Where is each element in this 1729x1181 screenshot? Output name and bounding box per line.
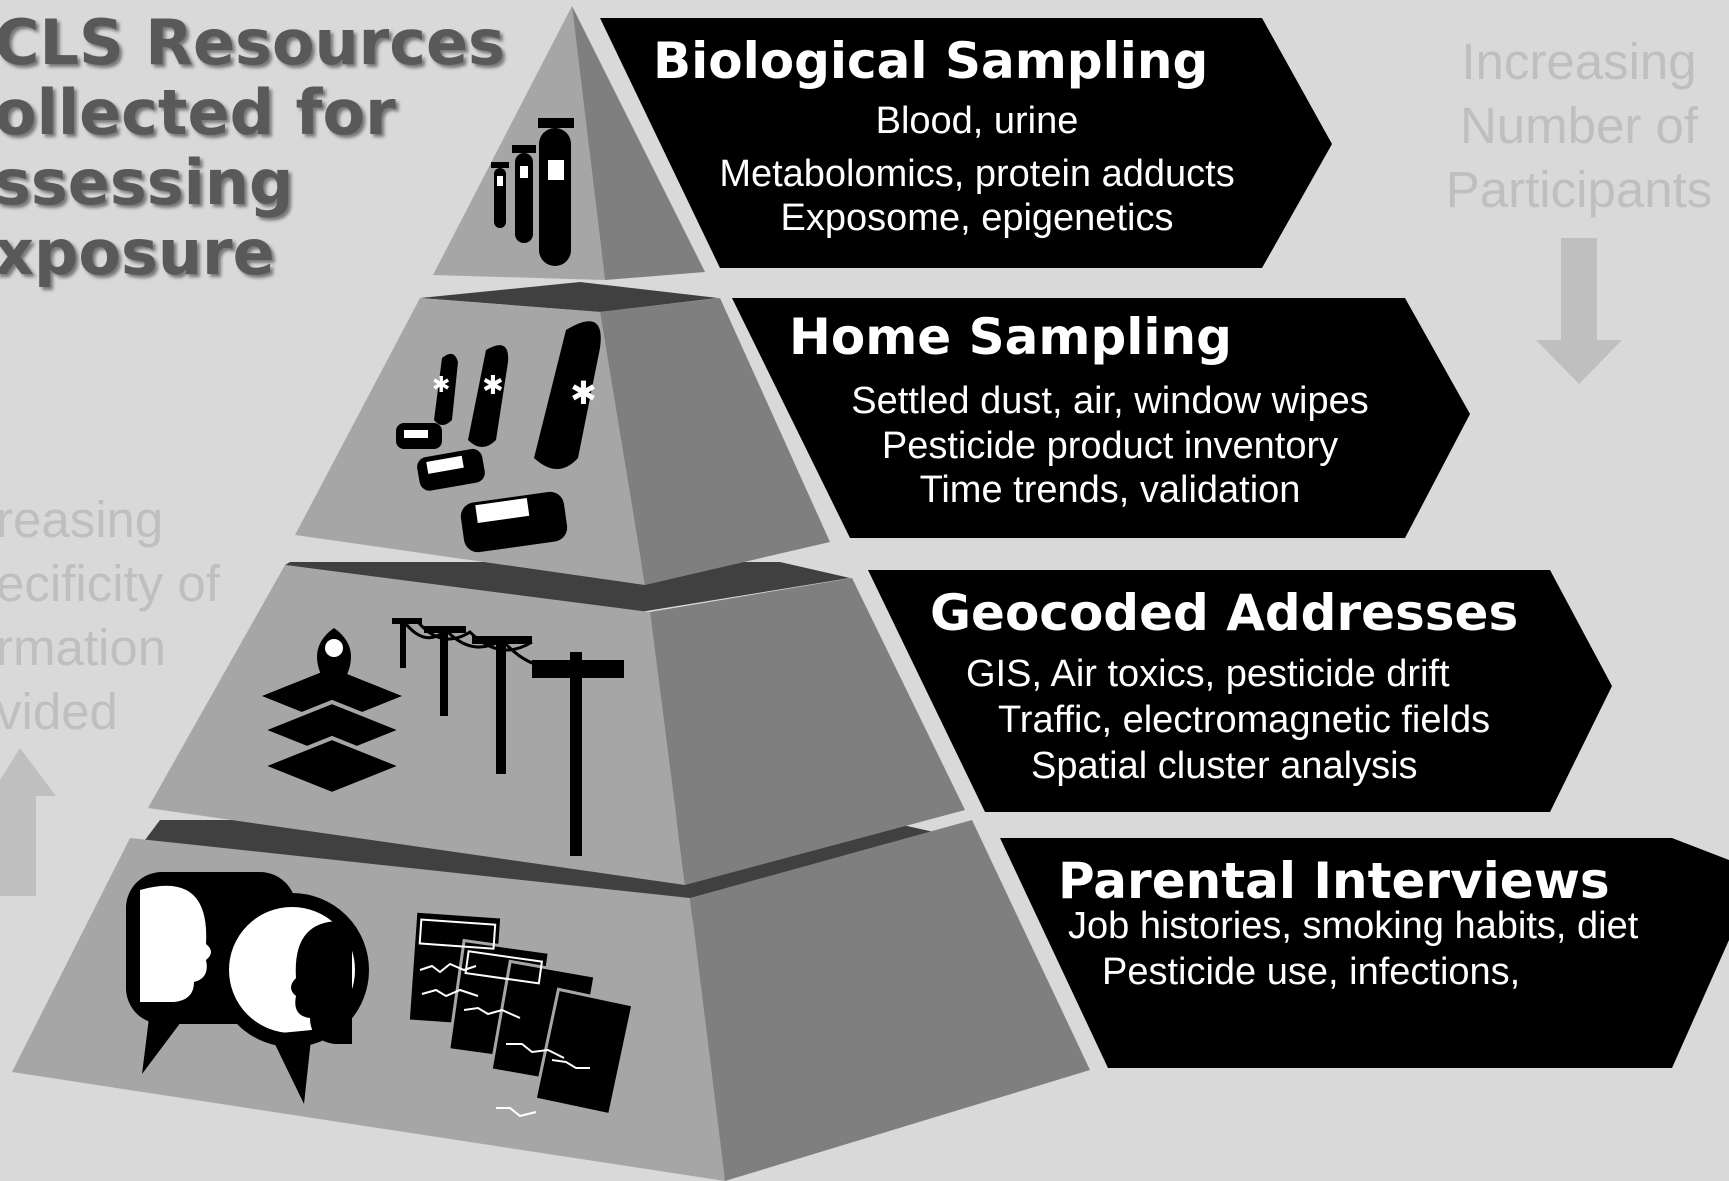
banner-biological-sampling bbox=[600, 18, 1332, 268]
right-label-line-1: Increasing bbox=[1461, 33, 1697, 90]
svg-text:✱: ✱ bbox=[482, 370, 504, 400]
banner-home-sampling bbox=[732, 298, 1470, 538]
tier-4-title: Parental Interviews bbox=[1058, 852, 1610, 910]
tier-3-line-2: Traffic, electromagnetic fields bbox=[998, 699, 1491, 741]
title-line-2: ollected for bbox=[0, 76, 396, 149]
banner-geocoded-addresses bbox=[868, 570, 1612, 812]
tier-2-title: Home Sampling bbox=[789, 308, 1232, 366]
map-layers-and-power-lines-icon bbox=[256, 618, 624, 856]
title-line-1: CLS Resources bbox=[0, 6, 505, 79]
down-arrow-icon bbox=[1536, 238, 1622, 384]
tier-3-line-1: GIS, Air toxics, pesticide drift bbox=[966, 653, 1450, 695]
tier-1-title: Biological Sampling bbox=[653, 32, 1209, 90]
right-label-line-2: Number of bbox=[1459, 97, 1699, 154]
left-label-line-3: rmation bbox=[0, 619, 167, 676]
up-arrow-icon bbox=[0, 748, 56, 896]
tier-1-line-3: Exposome, epigenetics bbox=[780, 197, 1174, 239]
tier-2-line-3: Time trends, validation bbox=[919, 469, 1301, 511]
tier-4-line-1: Job histories, smoking habits, diet bbox=[1068, 905, 1639, 947]
tier-2-line-1: Settled dust, air, window wipes bbox=[851, 380, 1369, 422]
banner-parental-interviews bbox=[1000, 838, 1729, 1068]
vacuum-cleaners-icon: ✱ ✱ ✱ bbox=[396, 321, 601, 553]
right-label-line-3: Participants bbox=[1445, 161, 1713, 218]
tier-3-title: Geocoded Addresses bbox=[930, 584, 1519, 642]
svg-text:✱: ✱ bbox=[570, 375, 597, 411]
left-label-line-2: ecificity of bbox=[0, 555, 220, 612]
tier-3-line-3: Spatial cluster analysis bbox=[1031, 745, 1418, 787]
title-line-3: ssessing bbox=[0, 146, 294, 219]
left-label-line-4: vided bbox=[0, 683, 118, 740]
tier-1-line-1: Blood, urine bbox=[875, 100, 1079, 142]
tier-2-line-2: Pesticide product inventory bbox=[881, 425, 1339, 467]
pyramid-tier-3 bbox=[148, 562, 965, 885]
title-line-4: xposure bbox=[0, 216, 275, 289]
tier-1-line-2: Metabolomics, protein adducts bbox=[719, 153, 1235, 195]
left-label-line-1: reasing bbox=[0, 491, 164, 548]
svg-text:✱: ✱ bbox=[432, 372, 450, 397]
interview-and-questionnaire-icon bbox=[126, 872, 635, 1118]
test-tubes-icon bbox=[491, 118, 574, 266]
tier-4-line-2: Pesticide use, infections, bbox=[1102, 951, 1521, 993]
